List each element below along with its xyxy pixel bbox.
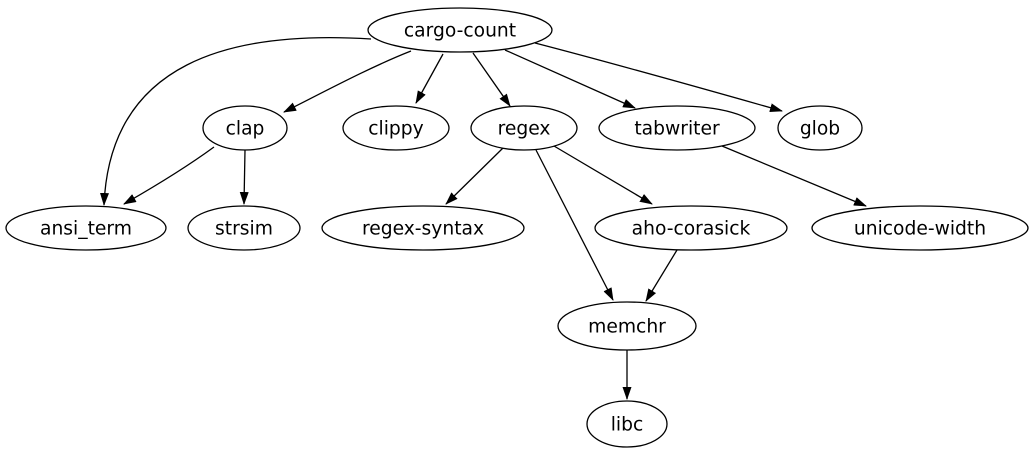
node-glob-label: glob [800, 119, 840, 140]
edge-cargo-count-to-regex [472, 52, 511, 107]
node-cargo-count: cargo-count [367, 7, 553, 53]
node-libc-ellipse [586, 400, 668, 448]
node-regex: regex [470, 105, 578, 151]
node-clippy-ellipse [342, 105, 450, 151]
node-regex-syntax-label: regex-syntax [362, 219, 484, 240]
edge-cargo-count-to-tabwriter [504, 49, 636, 109]
node-unicode-width-label: unicode-width [854, 219, 986, 240]
node-strsim-label: strsim [215, 219, 273, 240]
node-aho-corasick: aho-corasick [594, 205, 788, 251]
edge-clap-to-ansi-term [123, 146, 215, 205]
edge-cargo-count-to-clippy [415, 53, 444, 104]
node-tabwriter-ellipse [598, 105, 756, 151]
node-regex-syntax: regex-syntax [321, 205, 525, 251]
edge-cargo-count-to-ansi-term [100, 36, 372, 206]
node-aho-corasick-label: aho-corasick [632, 219, 751, 240]
edge-regex-to-regex-syntax [445, 147, 504, 205]
node-libc-label: libc [611, 415, 644, 436]
node-regex-ellipse [470, 105, 578, 151]
node-cargo-count-label: cargo-count [404, 21, 516, 42]
edge-tabwriter-to-unicode-width [721, 145, 867, 207]
node-tabwriter: tabwriter [598, 105, 756, 151]
node-aho-corasick-ellipse [594, 205, 788, 251]
edge-regex-to-aho-corasick [553, 145, 653, 205]
node-unicode-width: unicode-width [811, 205, 1029, 251]
node-strsim-ellipse [187, 205, 301, 251]
node-glob-ellipse [777, 105, 863, 151]
node-tabwriter-label: tabwriter [634, 119, 720, 140]
node-ansi-term: ansi_term [5, 205, 167, 251]
node-memchr: memchr [557, 301, 697, 351]
node-clippy-label: clippy [368, 119, 423, 140]
edge-clap-to-strsim [239, 149, 249, 205]
node-ansi-term-label: ansi_term [40, 219, 132, 240]
node-clap: clap [202, 105, 288, 151]
node-glob: glob [777, 105, 863, 151]
node-cargo-count-ellipse [367, 7, 553, 53]
node-regex-syntax-ellipse [321, 205, 525, 251]
node-libc: libc [586, 400, 668, 448]
edge-cargo-count-to-glob [534, 42, 783, 113]
node-clap-label: clap [226, 119, 265, 140]
node-clippy: clippy [342, 105, 450, 151]
node-ansi-term-ellipse [5, 205, 167, 251]
edge-cargo-count-to-clap [283, 50, 412, 113]
edge-regex-to-memchr [535, 149, 614, 301]
node-unicode-width-ellipse [811, 205, 1029, 251]
node-regex-label: regex [498, 119, 551, 140]
node-strsim: strsim [187, 205, 301, 251]
edge-aho-corasick-to-memchr [645, 249, 678, 302]
node-memchr-label: memchr [588, 317, 666, 338]
